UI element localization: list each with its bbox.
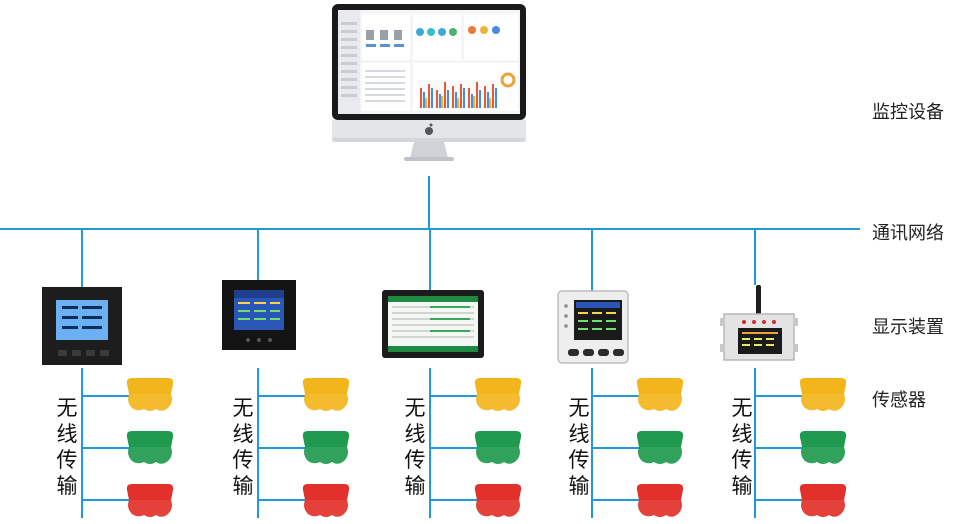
sensor-branch-lines (81, 368, 803, 518)
green-sensor-icon (474, 431, 522, 464)
red-sensor-icon (799, 484, 847, 517)
label-sensor: 传感器 (872, 390, 926, 411)
wireless-label: 无线 传输 (731, 396, 753, 498)
red-sensor-icon (474, 484, 522, 517)
red-sensor-icon (302, 484, 350, 517)
sensor-column-4 (636, 378, 684, 517)
black-panel-icon (222, 280, 296, 350)
square-meter-icon (42, 287, 122, 365)
wireless-label: 无线 传输 (568, 396, 590, 498)
yellow-sensor-icon (302, 378, 350, 411)
imac-icon (332, 4, 526, 161)
green-sensor-icon (302, 431, 350, 464)
yellow-sensor-icon (636, 378, 684, 411)
sensor-column-2 (302, 378, 350, 517)
yellow-sensor-icon (474, 378, 522, 411)
sensor-column-1 (126, 378, 174, 517)
white-meter-icon (557, 290, 629, 364)
red-sensor-icon (126, 484, 174, 517)
red-sensor-icon (636, 484, 684, 517)
yellow-sensor-icon (126, 378, 174, 411)
wireless-label: 无线 传输 (404, 396, 426, 498)
wireless-label: 无线 传输 (232, 396, 254, 498)
label-network: 通讯网络 (872, 223, 944, 244)
device-drop-lines (81, 229, 756, 291)
wide-touchscreen-icon (382, 290, 484, 358)
green-sensor-icon (636, 431, 684, 464)
wireless-label: 无线 传输 (56, 396, 78, 498)
green-sensor-icon (126, 431, 174, 464)
label-display: 显示装置 (872, 317, 944, 338)
antenna-box-icon (720, 285, 798, 361)
label-monitor: 监控设备 (872, 102, 944, 123)
sensor-column-5 (799, 378, 847, 517)
green-sensor-icon (799, 431, 847, 464)
sensor-column-3 (474, 378, 522, 517)
yellow-sensor-icon (799, 378, 847, 411)
